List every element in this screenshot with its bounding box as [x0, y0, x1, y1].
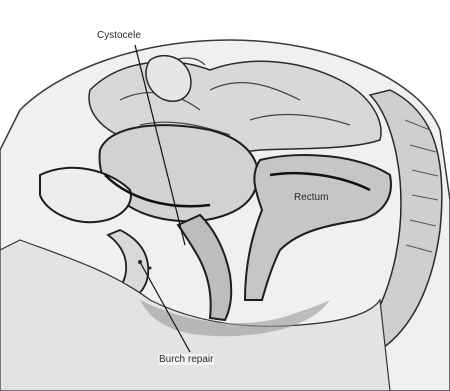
cystocele-label: Cystocele: [96, 30, 142, 41]
burch-repair-label: Burch repair: [158, 354, 214, 365]
rectum-label: Rectum: [293, 192, 329, 203]
